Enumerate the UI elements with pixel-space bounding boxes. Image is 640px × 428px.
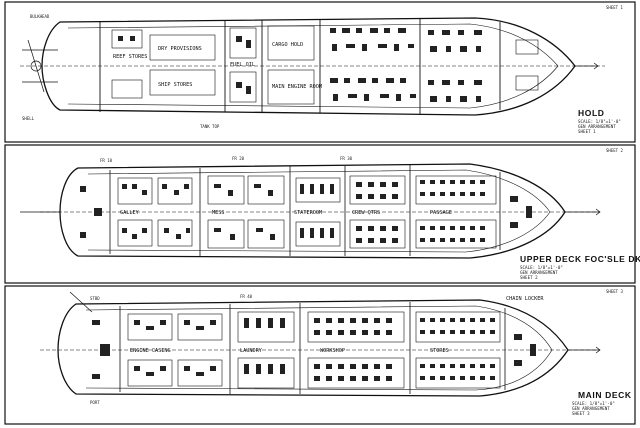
- room-label-upper-2: MESS: [212, 210, 225, 216]
- room-label-hold-2: DRY PROVISIONS: [158, 46, 202, 52]
- side-note-hold-2: SHELL: [22, 116, 35, 121]
- sheet-note-hold: SHEET 1: [606, 5, 623, 10]
- panel-subtitle-upper-2: GEN ARRANGEMENT: [520, 270, 558, 275]
- panel-subtitle-main-1: SCALE: 1/8"=1'-0": [572, 401, 615, 406]
- panel-hold: REEF STORES DRY PROVISIONS SHIP STORES F…: [20, 5, 623, 134]
- panel-subtitle-hold-3: SHEET 1: [578, 129, 596, 134]
- room-label-hold-5: CARGO HOLD: [272, 42, 303, 48]
- panel-subtitle-main-2: GEN ARRANGEMENT: [572, 406, 610, 411]
- room-label-upper-4: CREW QTRS: [352, 210, 380, 216]
- room-label-main-1: ENGINE CASING: [130, 348, 171, 354]
- side-note-main-3: FR 40: [240, 294, 253, 299]
- equipment-hold: [118, 28, 482, 102]
- side-note-main-1: STBD: [90, 296, 100, 301]
- panel-title-main: MAIN DECK: [578, 390, 632, 400]
- hull-outline-upper: [59, 163, 566, 259]
- room-label-main-5: CHAIN LOCKER: [506, 296, 544, 302]
- side-note-upper-2: FR 20: [232, 156, 245, 161]
- panel-title-hold: HOLD: [578, 108, 604, 118]
- panel-title-upper: UPPER DECK FOC'SLE DK.: [520, 254, 640, 264]
- room-label-hold-3: SHIP STORES: [158, 82, 192, 88]
- room-label-upper-1: GALLEY: [120, 210, 140, 216]
- panel-subtitle-hold-2: GEN ARRANGEMENT: [578, 124, 616, 129]
- panel-subtitle-upper-3: SHEET 2: [520, 275, 538, 280]
- room-label-main-3: WORKSHOP: [320, 348, 345, 354]
- compartments-hold: [111, 25, 539, 105]
- side-note-upper-3: FR 30: [340, 156, 353, 161]
- sheet-note-upper: SHEET 2: [606, 148, 623, 153]
- panel-subtitle-upper-1: SCALE: 1/8"=1'-0": [520, 265, 563, 270]
- side-note-hold-1: BULKHEAD: [30, 14, 50, 19]
- sheet-note-main: SHEET 3: [606, 289, 623, 294]
- panel-main: ENGINE CASING LAUNDRY WORKSHOP STORES CH…: [40, 289, 632, 416]
- side-note-main-2: PORT: [90, 400, 100, 405]
- hull-outline-hold: [41, 17, 576, 116]
- room-label-upper-5: PASSAGE: [430, 210, 452, 216]
- panel-subtitle-main-3: SHEET 3: [572, 411, 590, 416]
- room-label-main-4: STORES: [430, 348, 449, 354]
- panel-frames: [4, 1, 636, 425]
- side-note-hold-3: TANK TOP: [200, 124, 220, 129]
- bulkheads-hold: [99, 18, 501, 114]
- hull-outline-main: [57, 299, 569, 397]
- panel-subtitle-hold-1: SCALE: 1/8"=1'-0": [578, 119, 621, 124]
- room-label-hold-4: FUEL OIL: [230, 62, 255, 68]
- room-label-hold-6: MAIN ENGINE ROOM: [272, 84, 322, 90]
- side-note-upper-1: FR 10: [100, 158, 113, 163]
- panel-upper: GALLEY MESS STATEROOM CREW QTRS PASSAGE …: [20, 148, 640, 280]
- room-label-hold-1: REEF STORES: [113, 54, 147, 60]
- room-label-main-2: LAUNDRY: [240, 348, 263, 354]
- room-label-upper-3: STATEROOM: [294, 210, 322, 216]
